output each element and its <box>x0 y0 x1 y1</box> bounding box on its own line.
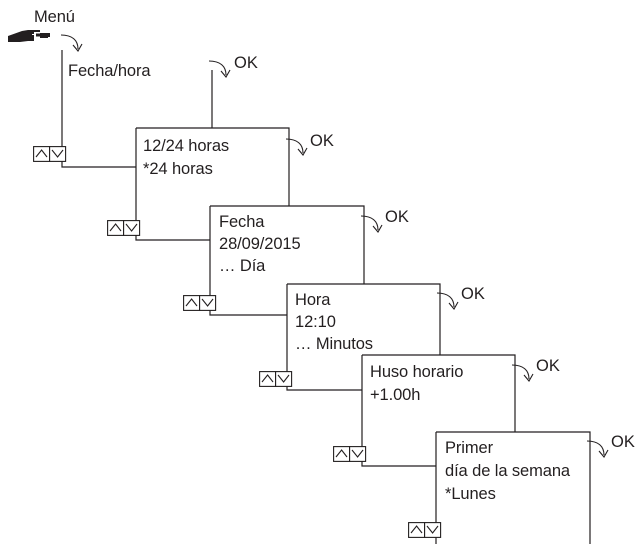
down-button <box>275 371 293 387</box>
down-button <box>349 446 367 462</box>
step-2-line-1: 12/24 horas <box>143 137 230 155</box>
ok-arrow-icon <box>436 292 459 310</box>
pointing-hand-icon <box>8 30 50 42</box>
up-button <box>333 446 351 462</box>
step-1-line-1: Fecha/hora <box>68 62 151 80</box>
flow-line <box>361 354 516 467</box>
ok-label: OK <box>310 132 334 150</box>
up-button <box>259 371 277 387</box>
down-arrow-icon <box>51 149 64 158</box>
step-4-line-1: Hora <box>295 291 331 309</box>
up-arrow-icon <box>410 525 423 534</box>
up-arrow-icon <box>185 298 198 307</box>
down-button <box>199 295 217 311</box>
down-arrow-icon <box>351 449 364 458</box>
up-arrow-icon <box>35 149 48 158</box>
step-3-line-3: … Día <box>219 257 266 275</box>
flow-line <box>135 127 290 241</box>
step-4-line-3: … Minutos <box>295 335 373 353</box>
ok-arrow-icon <box>208 60 231 78</box>
up-button <box>183 295 201 311</box>
ok-arrow-icon <box>360 215 383 233</box>
ok-arrow-icon <box>511 364 534 382</box>
step-3-line-2: 28/09/2015 <box>219 235 301 253</box>
up-down-buttons[interactable] <box>107 220 141 236</box>
down-arrow-icon <box>277 374 290 383</box>
step-3-line-1: Fecha <box>219 213 265 231</box>
down-button <box>49 146 67 162</box>
up-down-buttons[interactable] <box>33 146 67 162</box>
menu-label: Menú <box>34 8 75 26</box>
up-down-buttons[interactable] <box>183 295 217 311</box>
step-6-line-3: *Lunes <box>445 485 496 503</box>
ok-arrow-icon <box>285 138 308 156</box>
up-arrow-icon <box>261 374 274 383</box>
step-6-line-2: día de la semana <box>445 462 570 480</box>
ok-label: OK <box>461 285 485 303</box>
ok-label: OK <box>536 357 560 375</box>
step-5-line-1: Huso horario <box>370 363 464 381</box>
down-arrow-icon <box>125 223 138 232</box>
down-arrow-icon <box>426 525 439 534</box>
ok-label: OK <box>385 208 409 226</box>
up-arrow-icon <box>109 223 122 232</box>
step-6-line-1: Primer <box>445 439 493 457</box>
flow-line <box>286 283 441 391</box>
step-4-line-2: 12:10 <box>295 313 336 331</box>
down-button <box>123 220 141 236</box>
up-button <box>107 220 125 236</box>
flow-line <box>61 50 136 168</box>
down-button <box>424 522 442 538</box>
flow-line <box>209 205 365 316</box>
ok-label: OK <box>611 433 635 451</box>
up-down-buttons[interactable] <box>333 446 367 462</box>
up-down-buttons[interactable] <box>259 371 293 387</box>
curved-arrow-icon <box>60 34 83 52</box>
down-arrow-icon <box>201 298 214 307</box>
ok-label: OK <box>234 54 258 72</box>
step-2-line-2: *24 horas <box>143 160 213 178</box>
step-5-line-2: +1.00h <box>370 386 421 404</box>
ok-arrow-icon <box>586 440 609 458</box>
up-button <box>408 522 426 538</box>
up-down-buttons[interactable] <box>408 522 442 538</box>
up-button <box>33 146 51 162</box>
up-arrow-icon <box>335 449 348 458</box>
